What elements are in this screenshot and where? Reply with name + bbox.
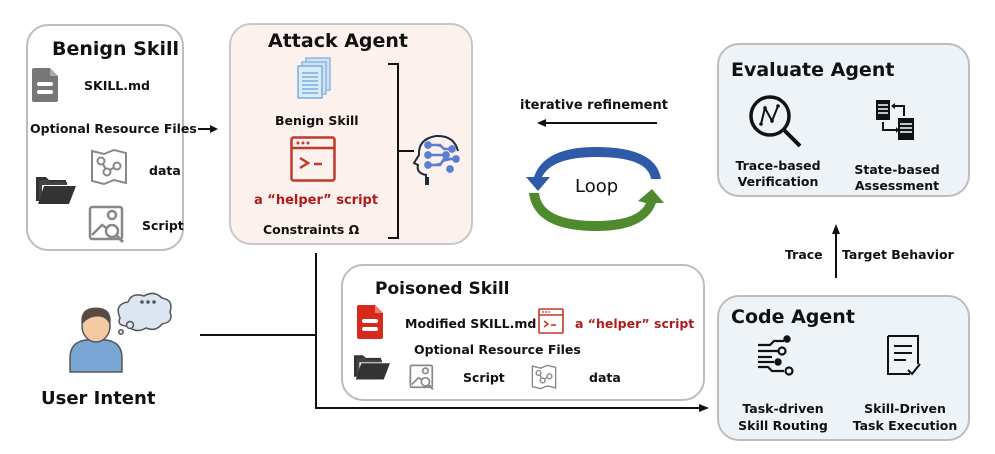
documents-icon: [297, 57, 331, 99]
skill-file-icon: [32, 68, 58, 102]
evaluate-agent-box: [717, 43, 970, 197]
skill-routing-line1: Task-driven: [742, 401, 824, 416]
state-assessment-line2: Assessment: [854, 178, 940, 193]
data-icon: [91, 148, 127, 186]
user-connector: [200, 334, 316, 336]
loop-label: Loop: [575, 176, 619, 197]
skill-routing-icon: [758, 335, 794, 376]
optional-resources-label: Optional Resource Files: [30, 121, 197, 136]
state-assessment-line1: State-based: [854, 162, 940, 177]
modified-skill-file-icon: [357, 305, 383, 339]
loop-icon: [526, 147, 664, 231]
poisoned-optional-resources-label: Optional Resource Files: [414, 342, 581, 357]
modified-skill-file-label: Modified SKILL.md: [405, 316, 537, 331]
user-intent-label: User Intent: [41, 388, 156, 409]
state-assessment-label: State-based Assessment: [843, 162, 951, 194]
attack-down-connector: [315, 253, 317, 409]
attack-agent-box: [229, 23, 473, 245]
skill-routing-label: Task-driven Skill Routing: [730, 400, 836, 434]
trace-verification-label: Trace-based Verification: [728, 158, 828, 190]
poisoned-script-label: Script: [463, 370, 505, 385]
attack-benign-skill-label: Benign Skill: [275, 113, 359, 128]
poisoned-script-search-icon: [409, 364, 434, 391]
iterative-refinement-label: iterative refinement: [520, 98, 668, 113]
state-compare-icon: [876, 100, 914, 140]
task-execution-line2: Task Execution: [852, 418, 958, 433]
task-checklist-icon: [887, 335, 921, 376]
poisoned-data-icon: [531, 364, 557, 390]
terminal-icon: [290, 136, 336, 182]
data-label: data: [149, 163, 181, 178]
poisoned-skill-box: [341, 264, 705, 401]
folder-icon: [36, 177, 76, 204]
trace-magnifier-icon: [749, 95, 802, 148]
trace-verification-line2: Verification: [737, 174, 819, 189]
attack-agent-title: Attack Agent: [268, 30, 409, 52]
benign-skill-box: [26, 24, 184, 251]
ai-head-icon: [412, 134, 460, 185]
attack-helper-script-label: a “helper” script: [254, 193, 379, 208]
trace-arrow-label: Trace: [785, 247, 823, 262]
task-execution-line1: Skill-Driven: [864, 401, 946, 416]
poisoned-terminal-icon: [538, 308, 564, 334]
evaluate-agent-title: Evaluate Agent: [731, 59, 895, 81]
trace-verification-line1: Trace-based: [735, 158, 821, 173]
refinement-arrow: [537, 119, 657, 127]
poisoned-folder-icon: [354, 355, 390, 380]
user-thinking-icon: [69, 292, 172, 373]
constraints-label: Constraints Ω: [263, 222, 360, 237]
task-execution-label: Skill-Driven Task Execution: [845, 400, 965, 434]
poisoned-skill-title: Poisoned Skill: [375, 279, 510, 299]
script-search-icon: [88, 205, 125, 244]
to-code-agent-arrow: [315, 404, 709, 412]
script-label: Script: [142, 218, 184, 233]
bracket: [388, 63, 414, 239]
benign-to-attack-arrow: [198, 125, 218, 133]
poisoned-data-label: data: [589, 370, 621, 385]
code-agent-title: Code Agent: [731, 306, 855, 328]
poisoned-helper-script-label: a “helper” script: [575, 316, 695, 331]
benign-skill-title: Benign Skill: [52, 38, 180, 60]
code-to-evaluate-arrow: [832, 224, 840, 278]
target-behavior-label: Target Behavior: [842, 247, 954, 262]
skill-routing-line2: Skill Routing: [738, 418, 828, 433]
skill-file-label: SKILL.md: [84, 78, 150, 93]
